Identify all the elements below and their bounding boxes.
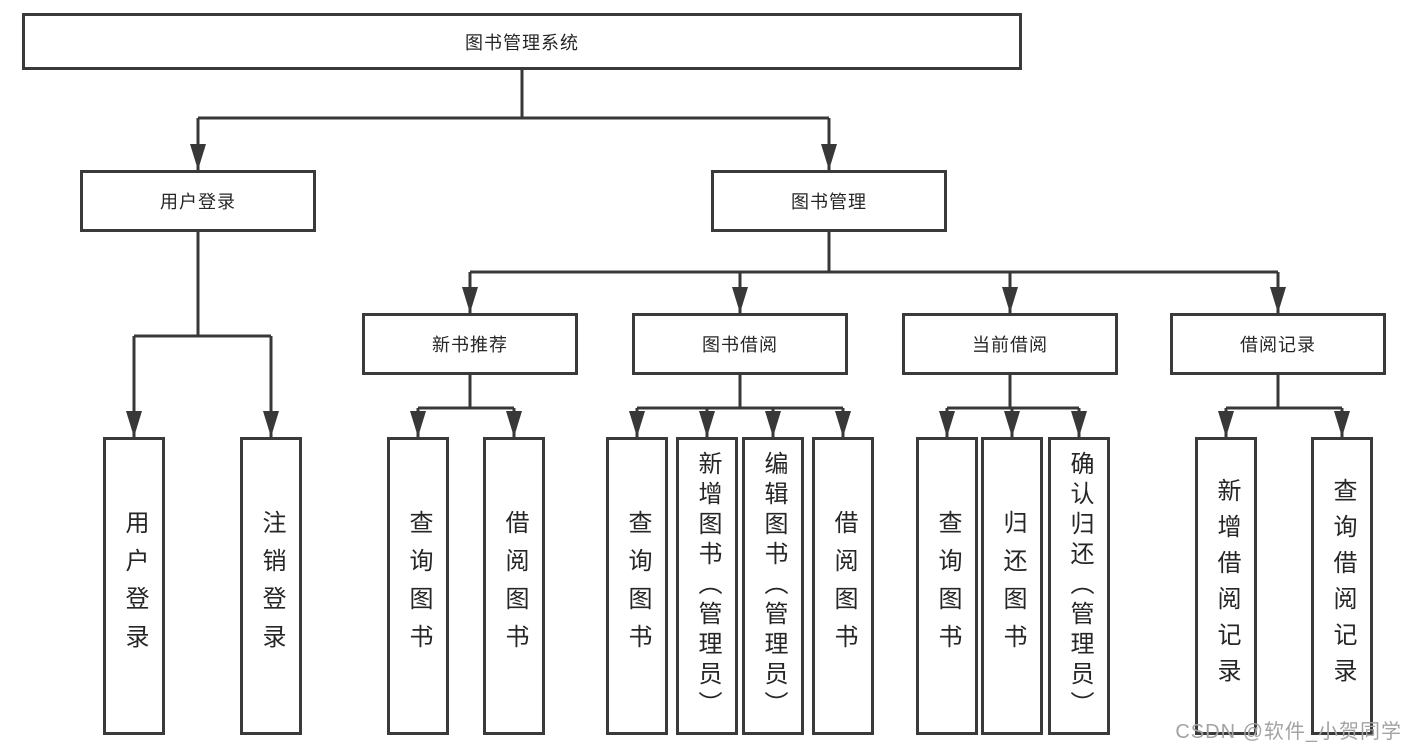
node-add-borrow-record-label: 新增借阅记录 xyxy=(1213,478,1240,694)
node-borrow-books-borrowing-label: 借阅图书 xyxy=(830,510,857,662)
node-borrow-books-newbook: 借阅图书 xyxy=(483,437,545,735)
node-book-borrowing: 图书借阅 xyxy=(632,313,848,375)
node-query-books-current-label: 查询图书 xyxy=(934,510,961,662)
node-query-books-current: 查询图书 xyxy=(916,437,978,735)
node-query-borrow-record: 查询借阅记录 xyxy=(1311,437,1373,735)
node-new-book-recommend: 新书推荐 xyxy=(362,313,578,375)
node-borrowing-records: 借阅记录 xyxy=(1170,313,1386,375)
node-add-borrow-record: 新增借阅记录 xyxy=(1195,437,1257,735)
node-edit-books-admin-label: 编辑图书（管理员） xyxy=(760,451,787,721)
node-borrow-books-borrowing: 借阅图书 xyxy=(812,437,874,735)
node-current-borrowing: 当前借阅 xyxy=(902,313,1118,375)
node-query-books-newbook-label: 查询图书 xyxy=(405,510,432,662)
node-edit-books-admin: 编辑图书（管理员） xyxy=(742,437,804,735)
node-query-borrow-record-label: 查询借阅记录 xyxy=(1329,478,1356,694)
node-query-books-borrowing: 查询图书 xyxy=(606,437,668,735)
node-return-books-label: 归还图书 xyxy=(999,510,1026,662)
node-confirm-return-admin-label: 确认归还（管理员） xyxy=(1066,451,1093,721)
node-user-login-leaf: 用户登录 xyxy=(103,437,165,735)
node-add-books-admin-label: 新增图书（管理员） xyxy=(694,451,721,721)
node-query-books-newbook: 查询图书 xyxy=(387,437,449,735)
node-query-books-borrowing-label: 查询图书 xyxy=(624,510,651,662)
node-book-management: 图书管理 xyxy=(711,170,947,232)
node-confirm-return-admin: 确认归还（管理员） xyxy=(1048,437,1110,735)
node-logout-leaf-label: 注销登录 xyxy=(258,510,285,662)
node-borrow-books-newbook-label: 借阅图书 xyxy=(501,510,528,662)
node-user-login-leaf-label: 用户登录 xyxy=(121,510,148,662)
csdn-watermark: CSDN @软件_小贺同学 xyxy=(1175,721,1402,743)
node-root: 图书管理系统 xyxy=(22,13,1022,70)
node-logout-leaf: 注销登录 xyxy=(240,437,302,735)
node-return-books: 归还图书 xyxy=(981,437,1043,735)
node-user-login: 用户登录 xyxy=(80,170,316,232)
node-add-books-admin: 新增图书（管理员） xyxy=(676,437,738,735)
